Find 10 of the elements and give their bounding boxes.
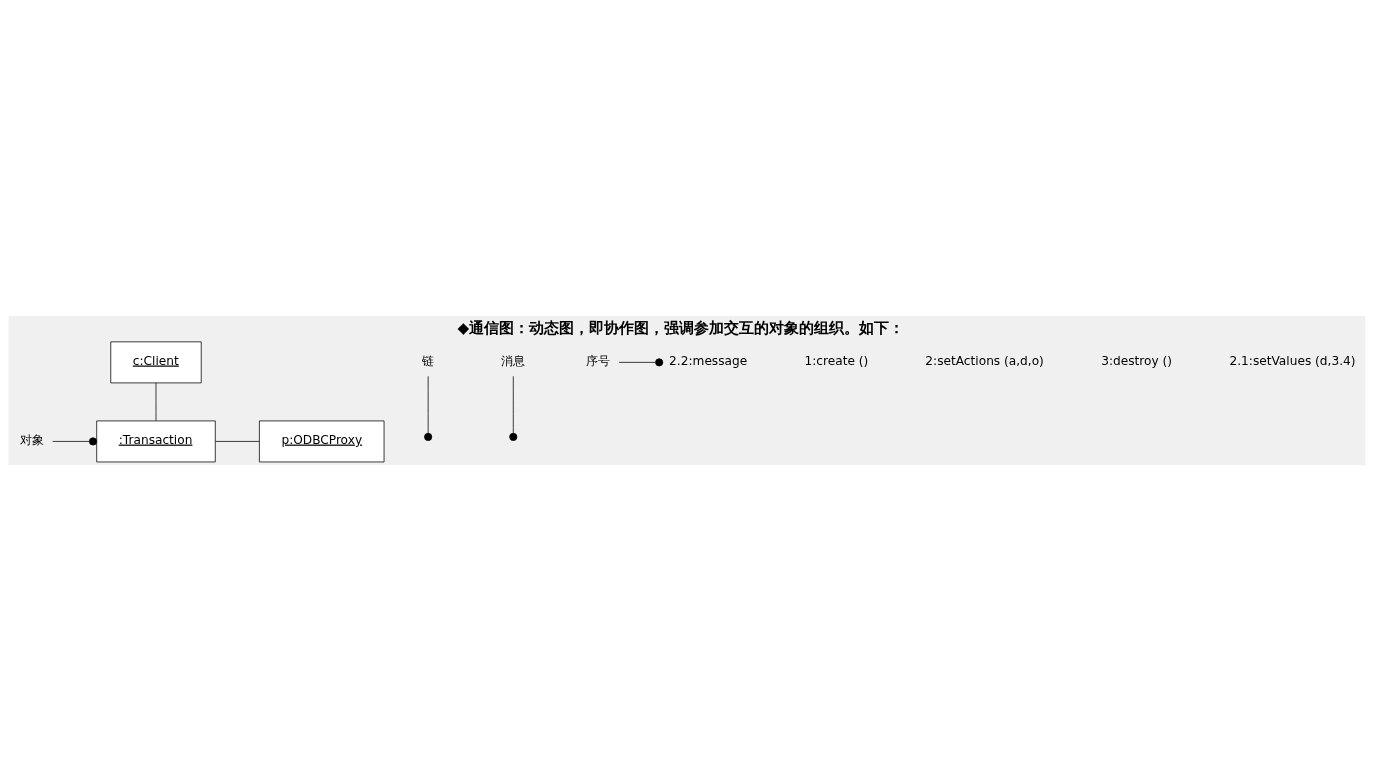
node-text: 链 (422, 353, 435, 368)
label: 1:create () (804, 353, 869, 368)
diagram-title: ◆通信图：动态图，即协作图，强调参加交互的对象的组织。如下： (457, 318, 905, 337)
node-text: 序号 (586, 353, 611, 368)
label: 2:setActions (a,d,o) (925, 353, 1044, 368)
node-text: 对象 (19, 432, 44, 447)
node-text: 消息 (501, 353, 526, 368)
label: 3:destroy () (1101, 353, 1173, 368)
label: 2.1:setValues (d,3.4) (1229, 353, 1356, 368)
node-text: 2.2:message (669, 353, 748, 368)
